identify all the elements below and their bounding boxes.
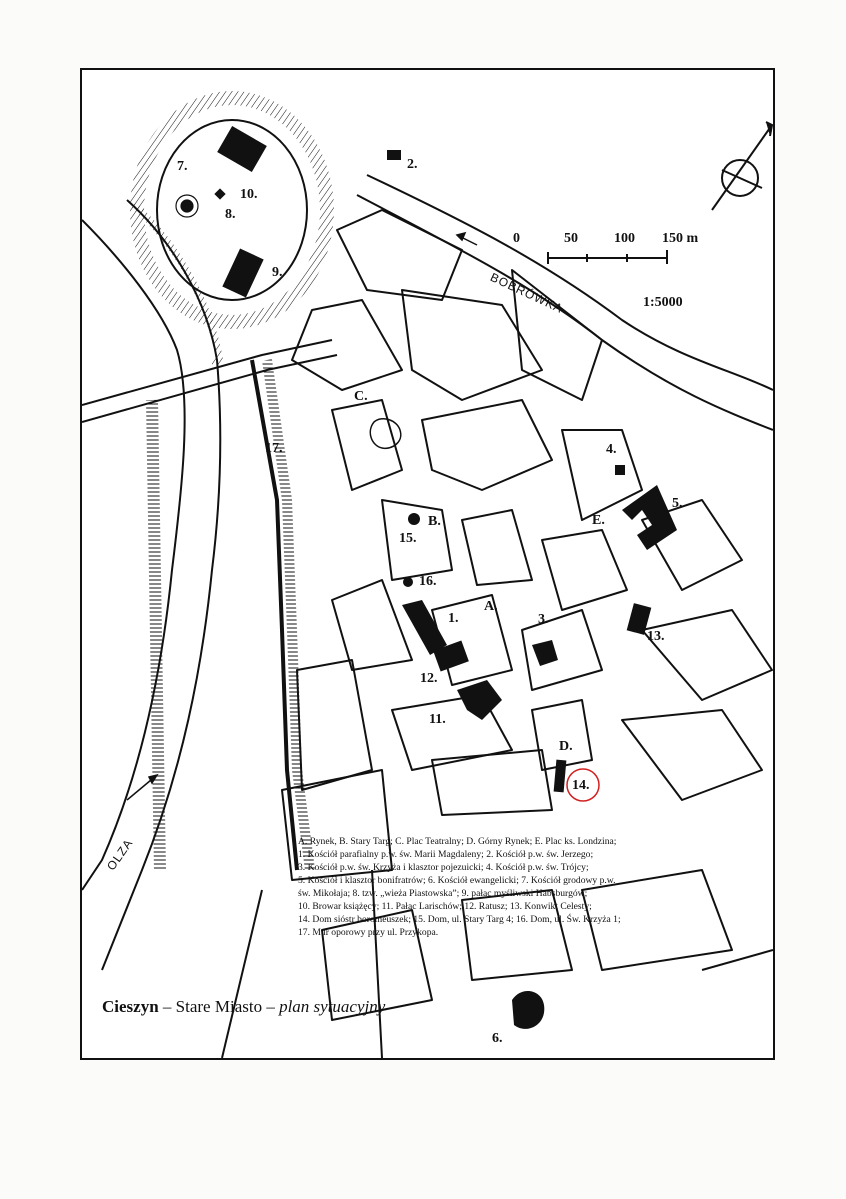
label-e: E. — [592, 513, 605, 528]
plac-teatralny-outline — [369, 418, 402, 450]
label-a: A. — [484, 599, 498, 614]
label-c: C. — [354, 389, 368, 404]
label-3: 3. — [538, 612, 549, 627]
building-6 — [512, 990, 545, 1029]
title-subtitle: plan sytuacyjny — [279, 997, 386, 1016]
legend-line: 3. Kościół p.w. św. Krzyża i klasztor po… — [298, 862, 589, 873]
legend-line: 1. Kościół parafialny p.w. św. Marii Mag… — [298, 849, 594, 860]
bridge-road — [82, 339, 333, 406]
legend-line: 14. Dom sióstr boromeuszek; 15. Dom, ul.… — [298, 914, 621, 925]
label-8: 8. — [225, 207, 236, 222]
building-16 — [403, 577, 413, 587]
label-16: 16. — [419, 574, 437, 589]
building-9 — [222, 248, 264, 298]
building-10 — [217, 126, 267, 172]
scale-tick-150: 150 m — [662, 231, 699, 246]
building-3 — [532, 640, 558, 666]
tower-icon — [175, 194, 199, 218]
building-8 — [214, 188, 226, 200]
label-13: 13. — [647, 629, 665, 644]
label-b: B. — [428, 514, 441, 529]
bobrowka-bank-north — [366, 174, 773, 391]
map-legend: A. Rynek, B. Stary Targ; C. Plac Teatral… — [298, 835, 768, 939]
label-11: 11. — [429, 712, 446, 727]
building-2 — [387, 150, 401, 160]
legend-line: 5. Kościół i klasztor bonifratrów; 6. Ko… — [298, 875, 616, 886]
building-13 — [626, 603, 652, 635]
map-title: Cieszyn – Stare Miasto – plan sytuacyjny — [102, 997, 385, 1017]
building-1 — [402, 600, 447, 655]
legend-line: 10. Browar książęcy; 11. Pałac Larischów… — [298, 901, 592, 912]
highlight-circle-14 — [566, 768, 600, 802]
label-17: 17. — [265, 441, 283, 456]
legend-line: św. Mikołaja; 8. tzw. „wieża Piastowska”… — [298, 888, 588, 899]
label-10: 10. — [240, 187, 258, 202]
olza-bank-west — [82, 219, 186, 891]
scale-bar — [547, 250, 668, 264]
flow-arrow-icon — [126, 231, 478, 801]
legend-line: 17. Mur oporowy przy ul. Przykopa. — [298, 927, 439, 938]
title-district: Stare Miasto — [175, 997, 263, 1016]
building-5 — [622, 485, 677, 550]
label-5: 5. — [672, 496, 683, 511]
legend-line: A. Rynek, B. Stary Targ; C. Plac Teatral… — [298, 836, 617, 847]
title-dash-2: – — [262, 997, 280, 1016]
building-14 — [553, 759, 567, 793]
title-city: Cieszyn — [102, 997, 159, 1016]
label-d: D. — [559, 739, 573, 754]
castle-hill — [156, 119, 308, 301]
scale-ratio: 1:5000 — [643, 295, 683, 310]
label-1: 1. — [448, 611, 459, 626]
retaining-wall — [250, 359, 299, 871]
title-dash-1: – — [158, 997, 176, 1016]
label-9: 9. — [272, 265, 283, 280]
building-11 — [457, 680, 502, 720]
label-7: 7. — [177, 159, 188, 174]
building-4 — [615, 465, 625, 475]
building-12 — [433, 640, 469, 672]
scale-tick-50: 50 — [564, 231, 578, 246]
label-14: 14. — [572, 778, 590, 793]
city-map — [82, 91, 773, 1058]
label-15: 15. — [399, 531, 417, 546]
label-4: 4. — [606, 442, 617, 457]
label-12: 12. — [420, 671, 438, 686]
label-2: 2. — [407, 157, 418, 172]
label-6: 6. — [492, 1031, 503, 1046]
north-arrow-icon — [711, 121, 773, 211]
building-b — [408, 513, 420, 525]
scale-tick-0: 0 — [513, 231, 520, 246]
map-frame: 7. 10. 8. 9. 2. C. 17. B. 15. 16. 1. A. … — [80, 68, 775, 1060]
scale-tick-100: 100 — [614, 231, 635, 246]
